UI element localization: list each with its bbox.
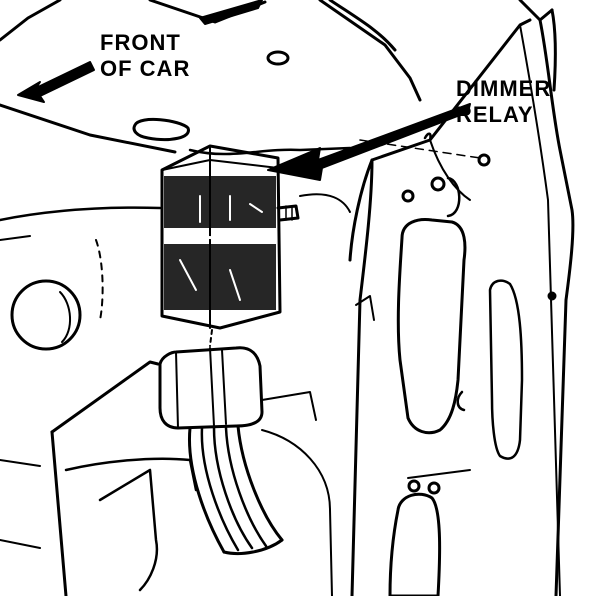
front-of-car-label: FRONT OF CAR <box>100 30 190 82</box>
bracket-opening-right <box>488 279 524 460</box>
panel-slot <box>132 117 190 142</box>
panel-hole <box>266 50 290 66</box>
panel-round-opening <box>10 279 82 351</box>
bracket-hole <box>427 481 441 495</box>
dimmer-relay-arrow <box>267 103 481 181</box>
bracket-opening-lower <box>388 492 442 596</box>
bracket-opening-upper <box>396 218 467 435</box>
mounting-bracket <box>348 18 575 596</box>
bracket-hole <box>407 479 421 493</box>
bracket-hole <box>401 189 415 203</box>
bracket-hole <box>477 153 491 167</box>
dimmer-relay-label: DIMMER RELAY <box>456 76 551 128</box>
wiring-harness <box>187 424 284 555</box>
lower-panel <box>0 206 333 596</box>
dimmer-relay <box>160 144 351 330</box>
bracket-hole <box>430 176 446 192</box>
dimmer-relay-label-line2: RELAY <box>456 102 534 127</box>
dimmer-relay-label-line1: DIMMER <box>456 76 552 101</box>
front-of-car-arrows <box>17 0 263 103</box>
front-of-car-label-line2: OF CAR <box>100 56 191 81</box>
relay-connector <box>158 329 264 430</box>
front-of-car-label-line1: FRONT <box>100 30 181 55</box>
